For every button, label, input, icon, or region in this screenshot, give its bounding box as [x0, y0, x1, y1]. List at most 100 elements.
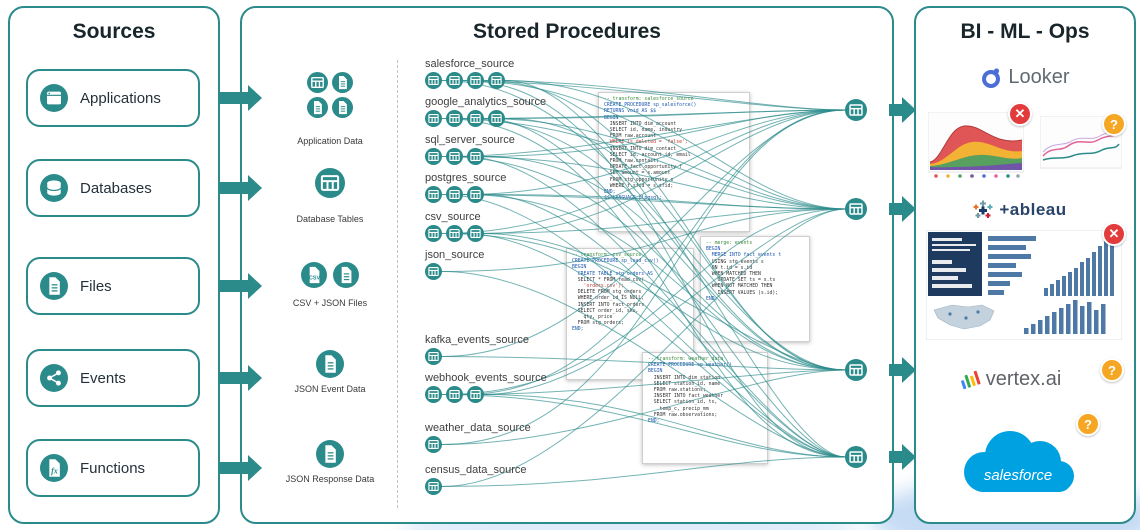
table-node-icon [425, 478, 442, 495]
table-node-icon [425, 72, 442, 89]
table-node-icon [467, 72, 484, 89]
svg-text:fx: fx [51, 467, 58, 476]
source-row-label: csv_source [425, 211, 481, 223]
looker-chart-legend [934, 174, 1020, 178]
table-node-icon [425, 386, 442, 403]
table-node-icon [488, 72, 505, 89]
tableau-dashboard [926, 230, 1122, 340]
source-row-label: google_analytics_source [425, 96, 547, 108]
source-item-label: Functions [80, 459, 146, 477]
table-node-icon [467, 110, 484, 127]
table-icon [315, 168, 345, 198]
table-node-icon [425, 263, 442, 280]
files-icon [40, 272, 68, 300]
output-table-icon [845, 359, 867, 381]
vertex-ai-logo: vertex.ai [915, 368, 1105, 391]
source-item-label: Databases [80, 179, 152, 197]
file-icon [333, 262, 359, 288]
table-node-icon [446, 225, 463, 242]
source-item-databases: Databases [26, 159, 200, 217]
table-node-icon [446, 110, 463, 127]
output-flow-arrow [889, 357, 916, 383]
vertex-ai-wordmark: vertex.ai [985, 368, 1062, 390]
table-node-icon [467, 225, 484, 242]
source-item-label: Applications [80, 89, 161, 107]
source-flow-arrow [218, 455, 262, 481]
salesforce-question-badge: ? [1076, 412, 1100, 436]
svg-text:CSV: CSV [309, 275, 321, 281]
input-group-label: Application Data [297, 136, 363, 146]
table-node-icon [425, 186, 442, 203]
looker-icon [982, 67, 1001, 88]
looker-question-badge: ? [1102, 112, 1126, 136]
source-row-label: weather_data_source [425, 422, 531, 434]
applications-icon [40, 84, 68, 112]
table-node-icon [446, 386, 463, 403]
file-icon [307, 97, 328, 118]
source-flow-arrow [218, 365, 262, 391]
vertex-ai-icon [960, 370, 981, 389]
table-node-icon [467, 186, 484, 203]
table-node-icon [446, 72, 463, 89]
output-flow-arrow [889, 196, 916, 222]
source-flow-arrow [218, 175, 262, 201]
code-line: END; [648, 419, 660, 425]
source-item-label: Events [80, 369, 126, 387]
source-flow-arrow [218, 85, 262, 111]
source-item-events: Events [26, 349, 200, 407]
csv-icon: CSV [301, 262, 327, 288]
looker-area-chart [928, 112, 1024, 178]
salesforce-wordmark: salesforce [984, 467, 1052, 484]
table-node-icon [467, 386, 484, 403]
output-table-icon [845, 446, 867, 468]
file-icon [332, 72, 353, 93]
input-group-label: Database Tables [296, 214, 364, 224]
output-flow-arrow [889, 97, 916, 123]
output-table-icon [845, 198, 867, 220]
table-node-icon [446, 148, 463, 165]
column-divider [397, 60, 398, 508]
events-icon [40, 364, 68, 392]
table-node-icon [425, 436, 442, 453]
file-icon [332, 97, 353, 118]
file-icon [316, 440, 344, 468]
table-node-icon [425, 110, 442, 127]
source-flow-arrow [218, 273, 262, 299]
looker-line-chart [1040, 116, 1122, 169]
output-table-icon [845, 99, 867, 121]
stored-procedures-title: Stored Procedures [473, 20, 661, 43]
source-row-label: census_data_source [425, 464, 527, 476]
source-row-label: kafka_events_source [425, 334, 529, 346]
error-icon: ✕ [1014, 106, 1026, 121]
bi-ml-ops-title: BI - ML - Ops [960, 20, 1090, 43]
looker-error-badge: ✕ [1008, 102, 1032, 126]
source-row-label: webhook_events_source [425, 372, 547, 384]
table-node-icon [425, 225, 442, 242]
source-item-functions: fx Functions [26, 439, 200, 497]
source-row-label: sql_server_source [425, 134, 515, 146]
tableau-icon [973, 200, 993, 218]
source-item-files: Files [26, 257, 200, 315]
table-icon [307, 72, 328, 93]
output-flow-arrow [889, 444, 916, 470]
file-icon [316, 350, 344, 378]
code-line: $$ LANGUAGE plpgsql; [604, 196, 662, 202]
source-item-applications: Applications [26, 69, 200, 127]
table-node-icon [467, 148, 484, 165]
vertex-question-badge: ? [1100, 358, 1124, 382]
table-node-icon [425, 148, 442, 165]
code-line: END; [572, 327, 584, 333]
functions-icon: fx [40, 454, 68, 482]
question-icon: ? [1084, 416, 1092, 432]
looker-logo: Looker [930, 66, 1120, 89]
question-icon: ? [1110, 116, 1118, 132]
input-group-label: CSV + JSON Files [292, 298, 368, 308]
input-group-label: JSON Response Data [285, 474, 375, 484]
table-node-icon [488, 110, 505, 127]
tableau-error-badge: ✕ [1102, 222, 1126, 246]
source-row-label: postgres_source [425, 172, 507, 184]
